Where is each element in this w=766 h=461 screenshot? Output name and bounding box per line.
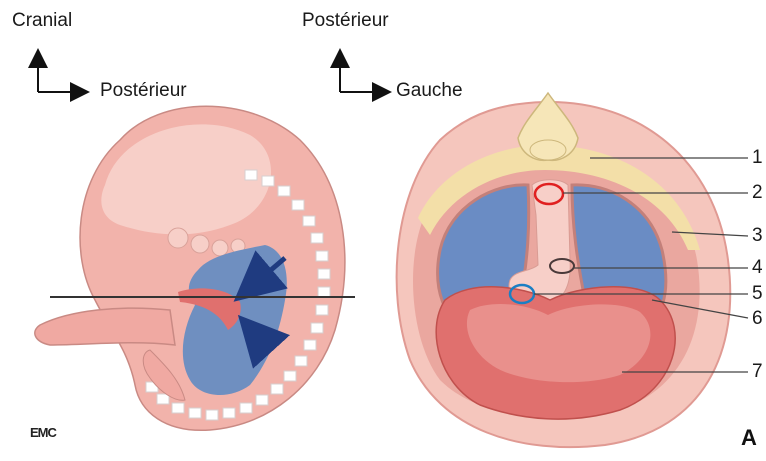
callout-6: 6	[752, 308, 763, 330]
right-horizontal-axis-label: Gauche	[396, 80, 463, 102]
right-vertical-axis-label: Postérieur	[302, 10, 389, 32]
embryo-lateral-view	[35, 106, 355, 430]
callout-3: 3	[752, 225, 763, 247]
emc-logo: EMC	[30, 425, 56, 440]
panel-label: A	[741, 425, 757, 451]
right-axis-arrows	[340, 52, 388, 92]
callout-7: 7	[752, 361, 763, 383]
callout-5: 5	[752, 283, 763, 305]
transverse-section-view	[397, 93, 748, 447]
left-axis-arrows	[38, 52, 86, 92]
left-horizontal-axis-label: Postérieur	[100, 80, 187, 102]
callout-4: 4	[752, 257, 763, 279]
callout-2: 2	[752, 182, 763, 204]
callout-1: 1	[752, 147, 763, 169]
left-vertical-axis-label: Cranial	[12, 10, 72, 32]
